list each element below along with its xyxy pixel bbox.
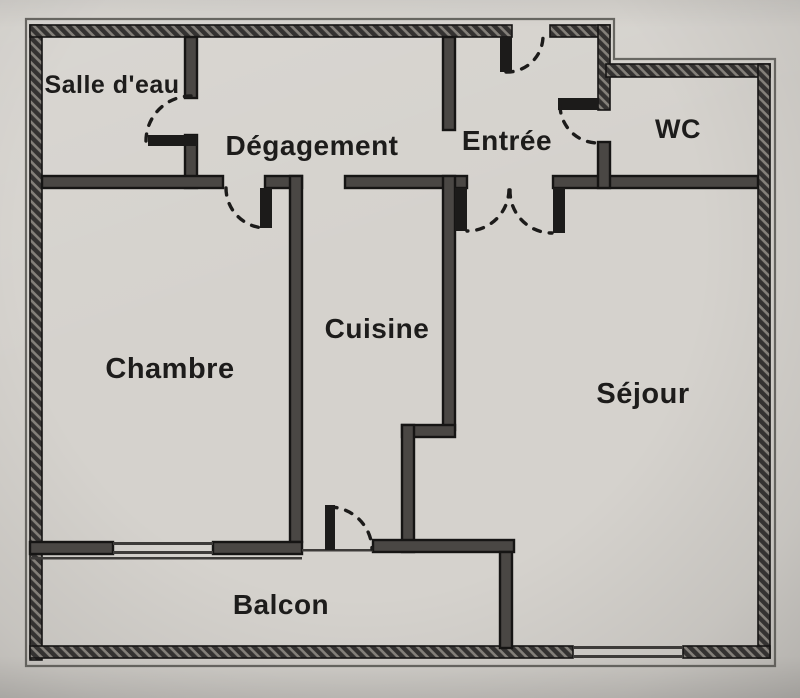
balcon-door-threshold-line <box>302 549 373 552</box>
door-leaf-entrance <box>500 37 512 72</box>
wall-cuisine-sejour <box>441 174 457 432</box>
door-swing-chambre <box>224 186 268 230</box>
room-label-balcon: Balcon <box>233 589 329 620</box>
sejour-window-line-outer <box>573 655 683 658</box>
door-leaf-sejour-right <box>553 188 565 233</box>
door-swing-balcon <box>328 505 374 551</box>
door-swing-sejour-left <box>465 188 511 233</box>
door-swing-arcs <box>144 35 600 551</box>
chambre-window-line-outer <box>113 542 213 545</box>
wall-sejour-top <box>551 174 760 190</box>
room-label-degagement: Dégagement <box>225 130 398 161</box>
outer-contour-line <box>24 17 777 668</box>
wall-entree-wc-step-lower <box>596 140 612 190</box>
door-leaves <box>148 37 598 550</box>
door-swing-entrance <box>504 35 545 74</box>
wall-degagement-entree <box>441 35 457 132</box>
wall-chambre-south-east <box>211 540 304 556</box>
wall-cuisine-top <box>343 174 469 190</box>
wall-chambre-cuisine <box>288 174 304 544</box>
room-labels: Salle d'eau Dégagement Entrée WC Chambre… <box>44 71 701 620</box>
room-label-wc: WC <box>655 114 701 144</box>
wall-balcon-right <box>498 550 514 650</box>
room-label-entree: Entrée <box>462 125 552 156</box>
wall-cuisine-south <box>371 538 516 554</box>
door-leaf-balcon <box>325 505 335 550</box>
room-label-cuisine: Cuisine <box>325 313 430 344</box>
wall-wc-top <box>605 63 771 78</box>
wall-outer-left <box>29 24 43 661</box>
windows <box>30 542 683 658</box>
wall-outer-right <box>757 63 771 659</box>
wall-outer-top-left <box>29 24 513 38</box>
door-leaf-sejour-left <box>455 188 467 231</box>
wall-corridor-south-west <box>40 174 225 190</box>
room-label-sejour: Séjour <box>596 378 689 410</box>
door-leaf-wc <box>558 98 598 110</box>
wall-cuisine-notch-vertical <box>400 423 416 554</box>
door-leaf-salle-deau <box>148 135 197 146</box>
wall-outer-bottom-right <box>682 645 771 659</box>
wall-outer-bottom-left <box>29 645 574 659</box>
door-swing-wc <box>558 104 600 145</box>
door-leaf-chambre <box>260 188 272 228</box>
room-label-salle-deau: Salle d'eau <box>44 71 179 99</box>
interior-walls <box>28 35 760 650</box>
sejour-window-line-inner <box>573 646 683 649</box>
outer-walls <box>29 24 771 661</box>
door-swing-sejour-right <box>508 188 554 235</box>
chambre-window-line-inner <box>113 551 213 554</box>
door-swing-salle-deau <box>144 94 193 143</box>
balcon-north-line <box>30 557 302 560</box>
wall-chambre-south-west <box>28 540 115 556</box>
wall-salledeau-right-upper <box>183 35 199 100</box>
room-label-chambre: Chambre <box>105 353 234 385</box>
